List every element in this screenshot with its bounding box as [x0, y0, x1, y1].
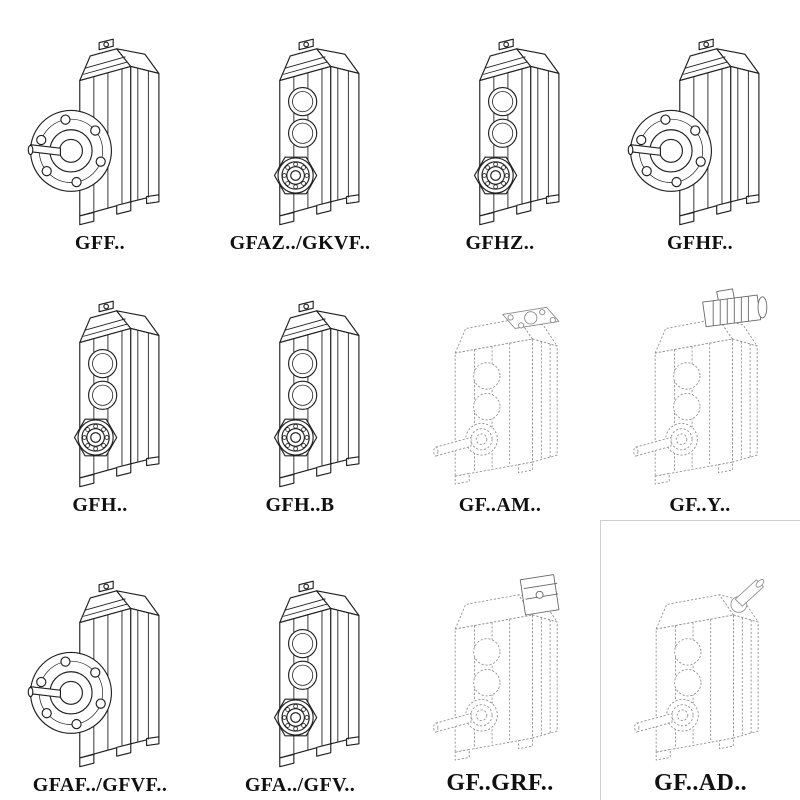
product-label: GFHF.. [666, 232, 734, 254]
product-label: GF..AM.. [458, 494, 542, 516]
product-cell: GFAZ../GKVF.. [200, 0, 400, 258]
gearbox-drawing [273, 38, 360, 226]
gearbox-drawing [613, 564, 789, 768]
product-cell: GFA../GFV.. [200, 520, 400, 800]
product-cell: GFAF../GFVF.. [0, 520, 200, 800]
product-cell: GF..AM.. [400, 258, 600, 520]
product-label: GFF.. [74, 232, 126, 254]
product-cell: GFHZ.. [400, 0, 600, 258]
product-label: GFAZ../GKVF.. [229, 232, 371, 254]
product-cell: GFH..B [200, 258, 400, 520]
gearbox-drawing [27, 38, 160, 226]
gearbox-drawing [273, 580, 360, 768]
gearbox-drawing [612, 288, 788, 492]
gearbox-drawing [27, 580, 160, 768]
product-label: GFA../GFV.. [244, 774, 356, 796]
gearbox-drawing [273, 300, 360, 488]
product-label: GFH.. [72, 494, 128, 516]
product-label: GFH..B [265, 494, 335, 516]
gearbox-drawing [473, 38, 560, 226]
product-cell: GFF.. [0, 0, 200, 258]
gearbox-drawing [627, 38, 760, 226]
gearbox-drawing [412, 288, 588, 492]
product-label: GFAF../GFVF.. [32, 774, 168, 796]
product-cell: GF..GRF.. [400, 520, 600, 800]
product-cell: GFH.. [0, 258, 200, 520]
gearbox-drawing [412, 564, 588, 768]
product-cell: GFHF.. [600, 0, 800, 258]
product-label: GF..AD.. [654, 769, 747, 796]
product-cell: GF..AD.. [600, 520, 800, 800]
product-cell: GF..Y.. [600, 258, 800, 520]
product-label: GFHZ.. [465, 232, 535, 254]
gearbox-drawing [73, 300, 160, 488]
product-label: GF..Y.. [669, 494, 731, 516]
product-label: GF..GRF.. [446, 769, 554, 796]
